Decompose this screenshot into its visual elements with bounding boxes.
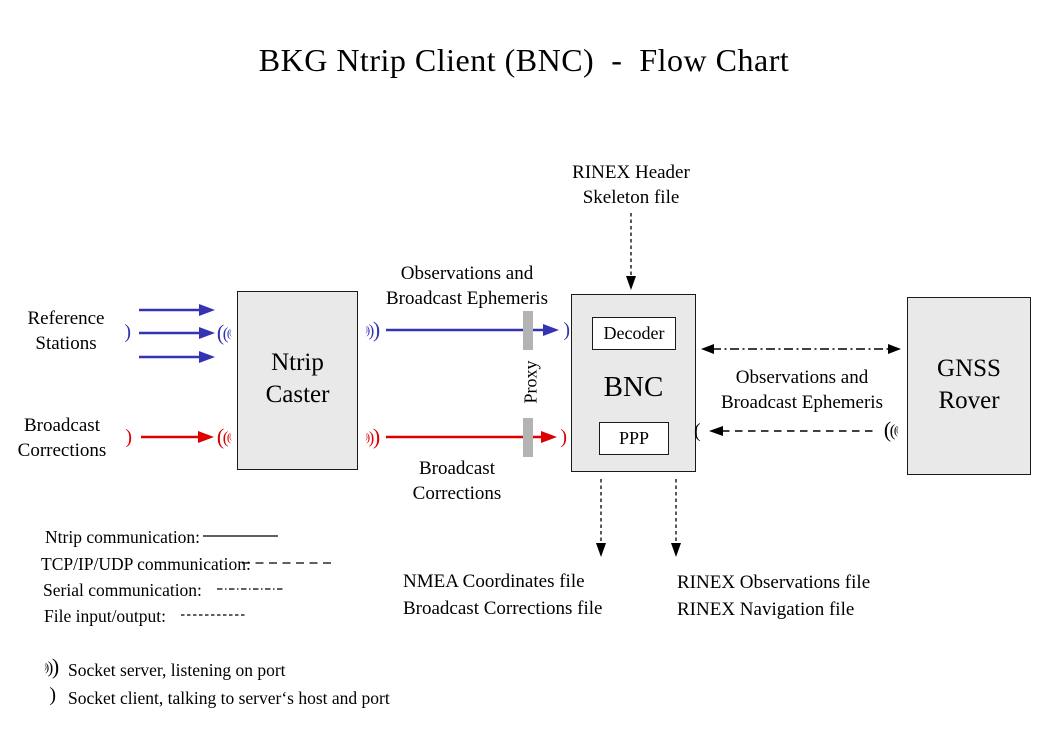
arrow-caster-to-bnc-corrections [386,431,557,443]
box-decoder: Decoder [592,317,676,350]
legend-socket-server: Socket server, listening on port [68,660,286,680]
legend-serial-communication: Serial communication: [43,580,202,600]
socket-server-icon: )))) [365,424,380,449]
label-rinex-header-skeleton: RINEX Header Skeleton file [572,162,690,208]
label-proxy: Proxy [520,360,541,404]
legend-socket-client-icon: ) [49,684,56,706]
label-rinex-output-files: RINEX Observations file RINEX Navigation… [677,572,871,620]
socket-server-icon: )))) [365,317,380,342]
box-bnc: Decoder BNC PPP [571,294,696,472]
legend-ntrip-communication: Ntrip communication: [45,527,201,547]
socket-server-icon: )))) [218,424,232,449]
socket-server-icon: )))) [218,320,232,345]
proxy-bar-observations [523,311,533,350]
arrow-tcp-rover-to-bnc [709,426,874,436]
arrow-reference-stations [139,304,215,363]
socket-client-icon: ) [125,426,132,448]
arrow-rinex-header-to-bnc [626,213,636,290]
page-title: BKG Ntrip Client (BNC) - Flow Chart [258,42,790,78]
proxy-bar-corrections [523,418,533,457]
arrow-bnc-to-rinex-files [671,479,681,557]
label-reference-stations: Reference Stations [27,308,105,354]
ppp-label: PPP [618,428,650,448]
socket-server-icon: )))) [885,417,899,442]
legend-socket-server-icon: )))) [44,654,59,679]
arrow-broadcast-corrections-in [141,431,214,443]
decoder-label: Decoder [603,323,665,343]
arrow-bnc-to-nmea-files [596,479,606,557]
box-ntrip-caster: Ntrip Caster [237,291,358,470]
ntrip-caster-label: Ntrip Caster [265,349,330,408]
label-observations-ephemeris-caster-bnc: Observations and Broadcast Ephemeris [386,263,548,309]
label-broadcast-corrections-caster-bnc: Broadcast Corrections [412,458,502,504]
arrow-caster-to-bnc-observations [386,324,559,336]
legend-tcp-communication: TCP/IP/UDP communication: [41,554,251,574]
label-broadcast-corrections-input: Broadcast Corrections [17,415,107,461]
bnc-label: BNC [603,371,664,403]
socket-client-icon: ) [563,319,570,341]
label-observations-ephemeris-bnc-rover: Observations and Broadcast Ephemeris [721,367,883,413]
socket-client-icon: ) [124,321,131,343]
box-gnss-rover: GNSS Rover [907,297,1031,475]
legend-file-io: File input/output: [44,606,167,626]
box-ppp: PPP [599,422,669,455]
label-nmea-output-files: NMEA Coordinates file Broadcast Correcti… [403,571,603,619]
arrow-serial-bnc-rover [701,344,901,354]
gnss-rover-label: GNSS Rover [937,355,1001,414]
socket-client-icon: ) [560,426,567,448]
socket-client-icon: ) [695,420,701,442]
legend-socket-client: Socket client, talking to server‘s host … [68,688,390,708]
